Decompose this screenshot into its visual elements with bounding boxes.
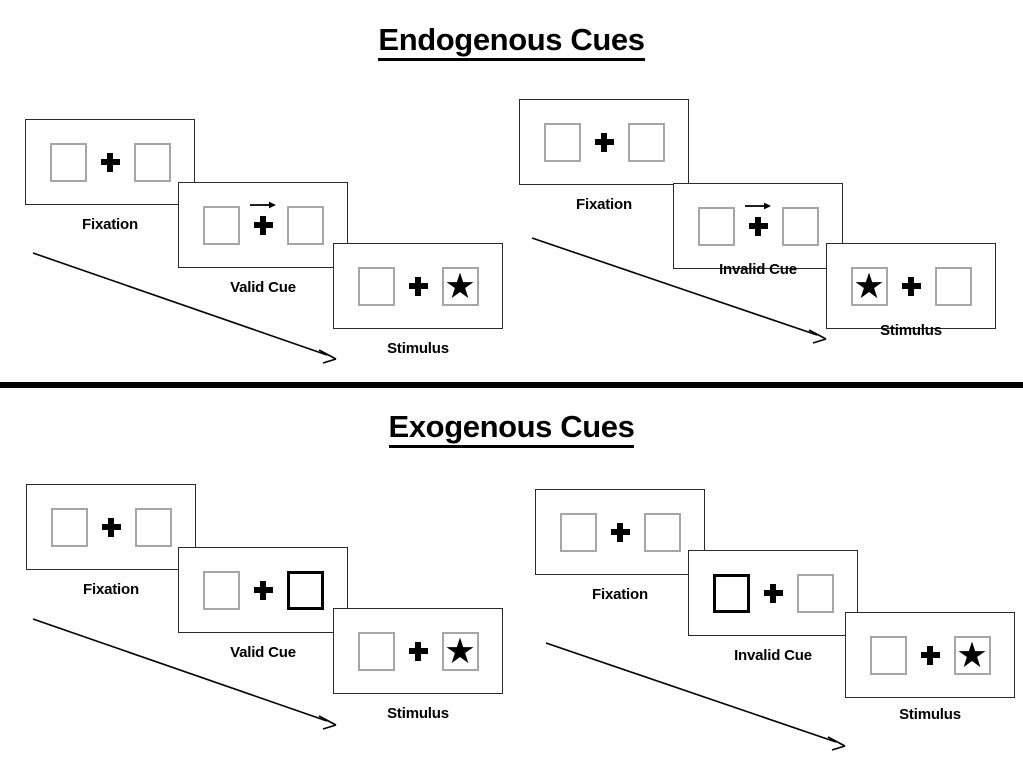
target-box-right xyxy=(441,266,479,306)
frame-label-endogenous-valid-fixation: Fixation xyxy=(82,216,138,233)
time-flow-arrow-exogenous-invalid xyxy=(545,642,846,751)
frame-content xyxy=(202,570,324,610)
frame-endogenous-invalid-stimulus[interactable] xyxy=(826,243,996,329)
star-icon xyxy=(446,637,474,664)
frame-endogenous-valid-cue[interactable] xyxy=(178,182,348,268)
frame-exogenous-valid-stimulus[interactable] xyxy=(333,608,503,694)
frame-label-exogenous-invalid-fixation: Fixation xyxy=(592,586,648,603)
fixation-cross-icon xyxy=(763,583,783,603)
placeholder-box-left xyxy=(357,266,395,306)
target-box-left xyxy=(850,266,888,306)
cue-box-left xyxy=(712,573,750,613)
frame-label-exogenous-valid-cue: Valid Cue xyxy=(230,644,296,661)
fixation-cross-icon xyxy=(408,641,428,661)
section-exogenous: Exogenous Cues Fixation Valid Cue Stimul… xyxy=(0,392,1023,767)
frame-label-exogenous-invalid-stimulus: Stimulus xyxy=(899,706,961,723)
placeholder-box-right xyxy=(627,122,665,162)
frame-label-endogenous-valid-cue: Valid Cue xyxy=(230,279,296,296)
placeholder-box-left xyxy=(50,507,88,547)
placeholder-box-right xyxy=(134,507,172,547)
section-endogenous: Endogenous Cues Fixation Valid Cue xyxy=(0,22,1023,364)
frame-label-exogenous-valid-stimulus: Stimulus xyxy=(387,705,449,722)
frame-endogenous-invalid-fixation[interactable] xyxy=(519,99,689,185)
fixation-cross-icon xyxy=(610,522,630,542)
frame-exogenous-valid-cue[interactable] xyxy=(178,547,348,633)
frame-content xyxy=(202,201,324,245)
star-icon xyxy=(446,272,474,299)
frame-content xyxy=(559,512,681,552)
placeholder-box-right xyxy=(643,512,681,552)
frame-content xyxy=(49,142,171,182)
fixation-cross-icon xyxy=(253,580,273,600)
frame-label-endogenous-invalid-stimulus: Stimulus xyxy=(880,322,942,339)
star-icon xyxy=(958,641,986,668)
placeholder-box-left xyxy=(202,205,240,245)
placeholder-box-left xyxy=(543,122,581,162)
placeholder-box-left xyxy=(357,631,395,671)
frame-exogenous-invalid-stimulus[interactable] xyxy=(845,612,1015,698)
frame-content xyxy=(357,631,479,671)
frame-endogenous-valid-fixation[interactable] xyxy=(25,119,195,205)
fixation-cross-icon xyxy=(100,152,120,172)
section-title-exogenous-text: Exogenous Cues xyxy=(388,409,635,448)
frame-exogenous-invalid-fixation[interactable] xyxy=(535,489,705,575)
fixation-cross-icon xyxy=(745,202,771,236)
fixation-cross-icon xyxy=(250,201,276,235)
frame-content xyxy=(50,507,172,547)
frame-label-exogenous-invalid-cue: Invalid Cue xyxy=(734,647,812,664)
frame-endogenous-invalid-cue[interactable] xyxy=(673,183,843,269)
fixation-cross-icon xyxy=(901,276,921,296)
frame-content xyxy=(869,635,991,675)
placeholder-box-left xyxy=(697,206,735,246)
placeholder-box-right xyxy=(781,206,819,246)
frame-content xyxy=(357,266,479,306)
cue-arrow-right-icon xyxy=(250,201,276,208)
frame-exogenous-invalid-cue[interactable] xyxy=(688,550,858,636)
placeholder-box-left xyxy=(869,635,907,675)
fixation-cross-icon xyxy=(101,517,121,537)
placeholder-box-right xyxy=(286,205,324,245)
cue-box-right xyxy=(286,570,324,610)
fixation-cross-icon xyxy=(920,645,940,665)
section-title-endogenous-text: Endogenous Cues xyxy=(378,22,645,61)
placeholder-box-left xyxy=(559,512,597,552)
placeholder-box-right xyxy=(934,266,972,306)
placeholder-box-right xyxy=(133,142,171,182)
frame-content xyxy=(850,266,972,306)
frame-content xyxy=(543,122,665,162)
frame-content xyxy=(712,573,834,613)
section-title-exogenous: Exogenous Cues xyxy=(0,409,1023,448)
placeholder-box-left xyxy=(202,570,240,610)
frame-content xyxy=(697,202,819,246)
frame-exogenous-valid-fixation[interactable] xyxy=(26,484,196,570)
target-box-right xyxy=(953,635,991,675)
frame-label-endogenous-invalid-cue: Invalid Cue xyxy=(719,261,797,278)
fixation-cross-icon xyxy=(594,132,614,152)
placeholder-box-left xyxy=(49,142,87,182)
target-box-right xyxy=(441,631,479,671)
placeholder-box-right xyxy=(796,573,834,613)
section-title-endogenous: Endogenous Cues xyxy=(0,22,1023,61)
frame-endogenous-valid-stimulus[interactable] xyxy=(333,243,503,329)
section-divider xyxy=(0,382,1023,388)
cue-arrow-right-icon xyxy=(745,202,771,209)
fixation-cross-icon xyxy=(408,276,428,296)
star-icon xyxy=(855,272,883,299)
frame-label-endogenous-invalid-fixation: Fixation xyxy=(576,196,632,213)
frame-label-endogenous-valid-stimulus: Stimulus xyxy=(387,340,449,357)
frame-label-exogenous-valid-fixation: Fixation xyxy=(83,581,139,598)
